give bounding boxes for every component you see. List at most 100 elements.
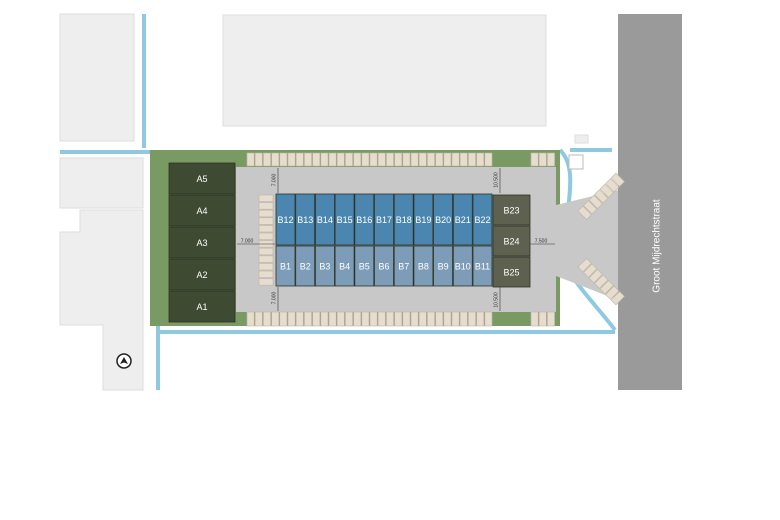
lot-b22[interactable]: B22	[472, 193, 493, 246]
parking-stall	[312, 311, 321, 327]
lot-b10[interactable]: B10	[452, 245, 473, 287]
utility-building	[568, 154, 584, 170]
lot-b23-shape	[492, 194, 531, 226]
lot-b13[interactable]: B13	[295, 193, 316, 246]
lot-b15-label: B15	[337, 215, 353, 225]
lot-b12-shape	[275, 193, 296, 246]
parking-stall	[258, 278, 274, 286]
dim-left-mid: 7.000	[241, 238, 254, 244]
parking-stall	[336, 152, 345, 167]
parking-stall	[287, 311, 296, 327]
lot-b7[interactable]: B7	[393, 245, 414, 287]
lot-b9[interactable]: B9	[433, 245, 454, 287]
parking-stall	[258, 247, 274, 256]
lot-b23[interactable]: B23	[492, 194, 531, 226]
lot-b21[interactable]: B21	[452, 193, 473, 246]
parking-stall	[258, 202, 274, 210]
lot-b4-label: B4	[339, 261, 350, 271]
parking-stall	[304, 152, 312, 167]
lot-b1[interactable]: B1	[275, 245, 296, 287]
lot-b18-label: B18	[396, 215, 412, 225]
parking-stall	[451, 311, 460, 327]
lot-b8[interactable]: B8	[413, 245, 434, 287]
parking-stall	[263, 152, 271, 167]
lot-b8-label: B8	[418, 261, 429, 271]
parking-stall	[246, 152, 255, 167]
parking-stall	[443, 152, 452, 167]
parking-stall	[295, 311, 304, 327]
lot-a5-label: A5	[196, 174, 207, 184]
parking-stall	[258, 209, 274, 218]
lot-b21-label: B21	[455, 215, 471, 225]
building-left-mid	[59, 157, 144, 209]
parking-stall	[258, 217, 274, 225]
dimension-lines	[237, 168, 555, 311]
lot-b12-label: B12	[277, 215, 293, 225]
lot-b12[interactable]: B12	[275, 193, 296, 246]
parking-stall	[328, 311, 337, 327]
lot-a5[interactable]: A5	[168, 162, 236, 195]
parking-stall	[530, 152, 539, 167]
lot-b14[interactable]: B14	[314, 193, 335, 246]
lot-b3-shape	[314, 245, 335, 287]
lot-b5[interactable]: B5	[354, 245, 375, 287]
lot-b16-label: B16	[356, 215, 372, 225]
lot-a4[interactable]: A4	[168, 194, 236, 227]
lot-a2-label: A2	[196, 270, 207, 280]
lot-b19-shape	[413, 193, 434, 246]
parking-stall	[287, 152, 296, 167]
lot-a1-label: A1	[196, 302, 207, 312]
parking-stall	[484, 311, 493, 327]
building-top-left	[59, 13, 135, 142]
lot-a4-shape	[168, 194, 236, 227]
parking-stall	[583, 200, 598, 215]
lot-a2[interactable]: A2	[168, 258, 236, 291]
parking-stall	[599, 183, 614, 198]
lot-a1-shape	[168, 290, 236, 323]
lot-b15[interactable]: B15	[334, 193, 355, 246]
small-shed	[574, 134, 589, 144]
parking-stall	[271, 152, 280, 167]
lot-b10-shape	[452, 245, 473, 287]
parking-stall	[418, 152, 427, 167]
lot-b6[interactable]: B6	[374, 245, 394, 287]
lot-b11-label: B11	[475, 261, 490, 271]
dim-bottom-left: 7.000	[271, 292, 277, 305]
lot-b19[interactable]: B19	[413, 193, 434, 246]
parking-stall	[583, 263, 598, 278]
parking-stall	[345, 311, 353, 327]
parking-stall	[353, 311, 362, 327]
lot-b4[interactable]: B4	[334, 245, 355, 287]
street-name-label: Groot Mijdrechtstraat	[652, 199, 663, 293]
lot-b18[interactable]: B18	[393, 193, 414, 246]
lot-b14-label: B14	[317, 215, 333, 225]
lot-b5-label: B5	[359, 261, 370, 271]
parking-stall	[435, 152, 444, 167]
lot-b3-label: B3	[319, 261, 330, 271]
lot-b11[interactable]: B11	[472, 245, 493, 287]
parking-stall	[610, 291, 625, 306]
north-arrow-icon	[116, 353, 132, 369]
lot-b20[interactable]: B20	[433, 193, 454, 246]
main-road	[618, 14, 682, 390]
lot-b25[interactable]: B25	[492, 256, 531, 288]
lot-b17-shape	[374, 193, 394, 246]
parking-stall	[258, 270, 274, 278]
lot-a3[interactable]: A3	[168, 226, 236, 259]
lot-b18-shape	[393, 193, 414, 246]
lot-b2[interactable]: B2	[295, 245, 316, 287]
parking-stall	[588, 269, 603, 284]
lot-b24[interactable]: B24	[492, 225, 531, 257]
lot-b3[interactable]: B3	[314, 245, 335, 287]
parking-stall	[279, 311, 288, 327]
parking-rows	[246, 152, 625, 327]
lot-b17[interactable]: B17	[374, 193, 394, 246]
lot-a1[interactable]: A1	[168, 290, 236, 323]
lot-b22-label: B22	[474, 215, 490, 225]
lot-b16[interactable]: B16	[354, 193, 375, 246]
parking-stall	[336, 311, 345, 327]
parking-stall	[258, 255, 274, 263]
